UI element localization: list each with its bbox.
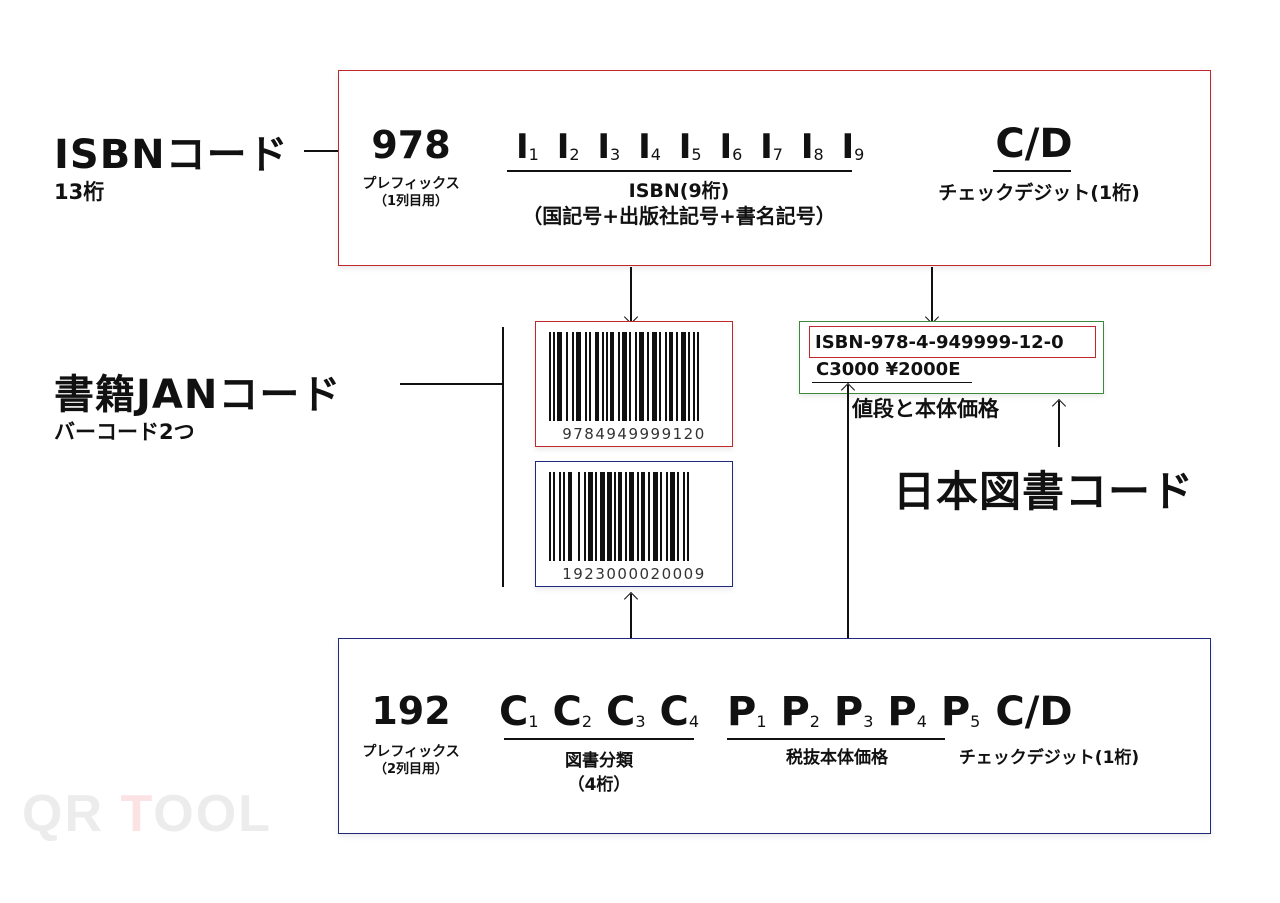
book-code-price-underline xyxy=(812,382,972,384)
second-check-digit-label: チェックデジット(1桁) xyxy=(958,748,1140,768)
barcode-2-bars xyxy=(549,472,719,561)
arrow-to-barcode xyxy=(630,267,632,322)
second-check-digit-value: C/D xyxy=(995,689,1073,735)
isbn-body-underline xyxy=(507,170,852,172)
second-row-frame: 192 プレフィックス （2列目用） C1 C2 C3 C4 図書分類 （4桁）… xyxy=(338,638,1211,834)
book-code-isbn-box xyxy=(809,326,1096,358)
book-code-frame: ISBN-978-4-949999-12-0 C3000 ¥2000E xyxy=(799,321,1104,394)
isbn-connector-line xyxy=(304,150,340,152)
arrow-up-to-barcode-2 xyxy=(630,594,632,639)
book-code-title: 日本図書コード xyxy=(893,467,1195,516)
isbn-body-digits: I1 I2 I3 I4 I5 I6 I7 I8 I9 xyxy=(516,127,865,167)
price-label: 税抜本体価格 xyxy=(786,748,888,768)
isbn-check-digit-label: チェックデジット(1桁) xyxy=(938,182,1140,204)
isbn-prefix-value: 978 xyxy=(371,123,451,167)
arrow-up-to-caption xyxy=(1058,401,1060,447)
second-prefix-value: 192 xyxy=(371,689,451,733)
barcode-2-frame: 1923000020009 xyxy=(535,461,733,587)
jan-connector-horizontal xyxy=(400,383,502,385)
isbn-title: ISBNコード xyxy=(54,132,289,178)
book-code-price-line: C3000 ¥2000E xyxy=(816,359,961,380)
watermark-logo: QR TOOL xyxy=(22,785,272,843)
classification-digits: C1 C2 C3 C4 xyxy=(499,689,699,735)
barcode-2-number: 1923000020009 xyxy=(562,565,706,583)
isbn-subtitle: 13桁 xyxy=(54,180,105,204)
isbn-body-label: ISBN(9桁) （国記号+出版社記号+書名記号） xyxy=(522,180,836,228)
jan-connector-vertical xyxy=(502,327,504,587)
isbn-frame: 978 プレフィックス （1列目用） I1 I2 I3 I4 I5 I6 I7 … xyxy=(338,70,1211,266)
isbn-prefix-label: プレフィックス （1列目用） xyxy=(362,176,460,209)
classification-label: 図書分類 （4桁） xyxy=(565,751,633,795)
isbn-check-digit-underline xyxy=(993,170,1071,172)
isbn-check-digit-value: C/D xyxy=(995,121,1073,167)
price-caption: 値段と本体価格 xyxy=(852,397,999,421)
jan-title: 書籍JANコード xyxy=(54,372,342,418)
barcode-1-frame: 9784949999120 xyxy=(535,321,733,447)
arrow-to-book-code xyxy=(931,267,933,322)
jan-subtitle: バーコード2つ xyxy=(54,420,195,444)
barcode-1-number: 9784949999120 xyxy=(562,425,706,443)
book-code-isbn-line: ISBN-978-4-949999-12-0 xyxy=(815,332,1064,353)
second-prefix-label: プレフィックス （2列目用） xyxy=(362,744,460,777)
price-digits: P1 P2 P3 P4 P5 xyxy=(727,689,981,735)
barcode-1-bars xyxy=(549,332,719,421)
classification-underline xyxy=(504,738,694,740)
price-underline xyxy=(727,738,945,740)
arrow-up-from-second-row xyxy=(847,385,849,639)
